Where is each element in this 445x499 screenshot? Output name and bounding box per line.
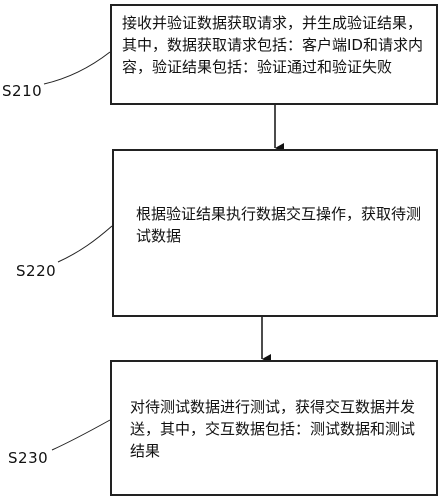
step-label-s230: S230 (8, 449, 49, 467)
leader-line-s210 (43, 51, 111, 85)
step-box-s230: 对待测试数据进行测试，获得交互数据并发送，其中，交互数据包括：测试数据和测试结果 (110, 360, 438, 496)
step-box-s210: 接收并验证数据获取请求，并生成验证结果，其中，数据获取请求包括：客户端ID和请求… (110, 4, 438, 105)
step-text-s210: 接收并验证数据获取请求，并生成验证结果，其中，数据获取请求包括：客户端ID和请求… (122, 14, 423, 76)
step-text-s230: 对待测试数据进行测试，获得交互数据并发送，其中，交互数据包括：测试数据和测试结果 (130, 398, 416, 460)
step-text-s220: 根据验证结果执行数据交互操作，获取待测试数据 (136, 205, 422, 245)
step-box-s220: 根据验证结果执行数据交互操作，获取待测试数据 (112, 149, 438, 317)
leader-line-s230 (51, 419, 111, 451)
step-label-s210: S210 (2, 82, 43, 100)
step-label-s220: S220 (16, 262, 57, 280)
leader-line-s220 (57, 225, 113, 263)
